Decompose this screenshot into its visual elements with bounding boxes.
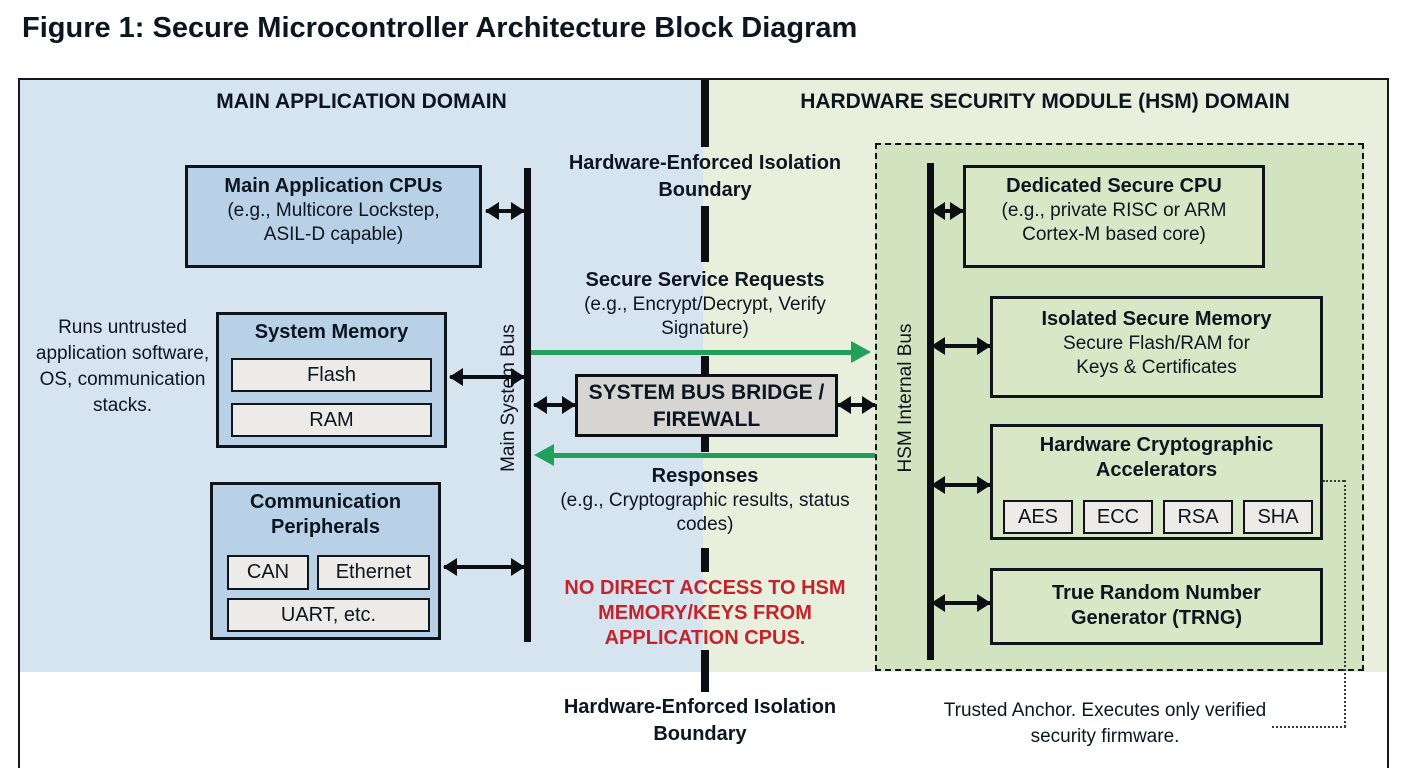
trng-block: True Random Number Generator (TRNG) [990,568,1323,645]
bridge-right-arrow-icon [837,396,876,414]
flash-item: Flash [231,358,432,392]
secure-service-requests-label: Secure Service Requests (e.g., Encrypt/D… [545,268,865,341]
crypto-accelerators-block: Hardware Cryptographic Accelerators AES … [990,424,1323,540]
no-direct-access-warning: NO DIRECT ACCESS TO HSM MEMORY/KEYS FROM… [564,577,846,649]
can-item: CAN [227,555,309,590]
rsa-item: RSA [1163,500,1233,534]
main-cpus-subtitle: (e.g., Multicore Lockstep, ASIL-D capabl… [227,200,440,245]
isolated-memory-title: Isolated Secure Memory [1041,308,1272,330]
trusted-anchor-note: Trusted Anchor. Executes only verified s… [943,700,1267,747]
sha-item: SHA [1243,500,1313,534]
isolated-memory-subtitle: Secure Flash/RAM for Keys & Certificates [1063,333,1250,378]
figure-title: Figure 1: Secure Microcontroller Archite… [22,12,858,44]
isolation-boundary-label-bottom: Hardware-Enforced Isolation Boundary [563,696,837,745]
responses-subtitle: (e.g., Cryptographic results, status cod… [560,490,850,535]
system-memory-title: System Memory [254,321,409,343]
isolation-boundary-segment [701,548,709,572]
system-bus-bridge-firewall-block: SYSTEM BUS BRIDGE / FIREWALL [575,374,838,437]
cpu-bus-arrow-icon [485,202,525,220]
main-system-bus-label: Main System Bus [498,324,519,472]
secure-cpu-title: Dedicated Secure CPU [1006,175,1222,197]
uart-item: UART, etc. [227,598,430,632]
communication-peripherals-block: Communication Peripherals CAN Ethernet U… [210,482,441,640]
isolation-boundary-label-top: Hardware-Enforced Isolation Boundary [568,152,842,201]
ecc-item: ECC [1083,500,1153,534]
hsm-internal-bus-line [927,163,934,660]
main-cpus-title: Main Application CPUs [224,175,443,197]
responses-title: Responses [651,465,759,487]
requests-subtitle: (e.g., Encrypt/Decrypt, Verify Signature… [584,294,826,339]
anchor-connector-line [1272,726,1346,728]
hsm-internal-bus-label: HSM Internal Bus [895,323,916,473]
isolation-boundary-segment [701,80,709,147]
ethernet-item: Ethernet [317,555,430,590]
ram-item: RAM [231,403,432,437]
untrusted-software-note: Runs untrusted application software, OS,… [35,317,210,416]
responses-label: Responses (e.g., Cryptographic results, … [545,464,865,537]
hsm-domain-header: HARDWARE SECURITY MODULE (HSM) DOMAIN [800,90,1290,113]
communication-peripherals-title: Communication Peripherals [249,491,402,538]
main-application-cpus-block: Main Application CPUs (e.g., Multicore L… [185,165,482,268]
hsm-cpu-bus-arrow-icon [931,202,964,220]
isolation-boundary-segment [701,437,709,452]
dedicated-secure-cpu-block: Dedicated Secure CPU (e.g., private RISC… [963,165,1265,268]
isolated-secure-memory-block: Isolated Secure Memory Secure Flash/RAM … [990,296,1323,398]
memory-bus-arrow-icon [449,368,525,386]
hsm-trng-bus-arrow-icon [931,594,991,612]
isolation-boundary-segment [701,206,709,262]
hsm-memory-bus-arrow-icon [931,337,991,355]
anchor-connector-line [1323,480,1344,482]
main-domain-header: MAIN APPLICATION DOMAIN [216,90,507,113]
system-memory-block: System Memory Flash RAM [216,312,447,448]
trng-title: True Random Number Generator (TRNG) [1052,582,1261,629]
secure-cpu-subtitle: (e.g., private RISC or ARM Cortex-M base… [1001,200,1227,245]
isolation-boundary-segment [701,356,709,374]
hsm-crypto-bus-arrow-icon [931,476,991,494]
isolation-boundary-segment [701,650,709,692]
request-arrow-icon [531,341,871,363]
peripherals-bus-arrow-icon [443,558,525,576]
main-system-bus-line [524,168,531,642]
requests-title: Secure Service Requests [585,269,825,291]
aes-item: AES [1003,500,1073,534]
response-arrow-icon [534,444,875,466]
bridge-left-arrow-icon [533,396,576,414]
anchor-connector-line [1344,480,1346,727]
crypto-accelerators-title: Hardware Cryptographic Accelerators [1039,434,1274,481]
